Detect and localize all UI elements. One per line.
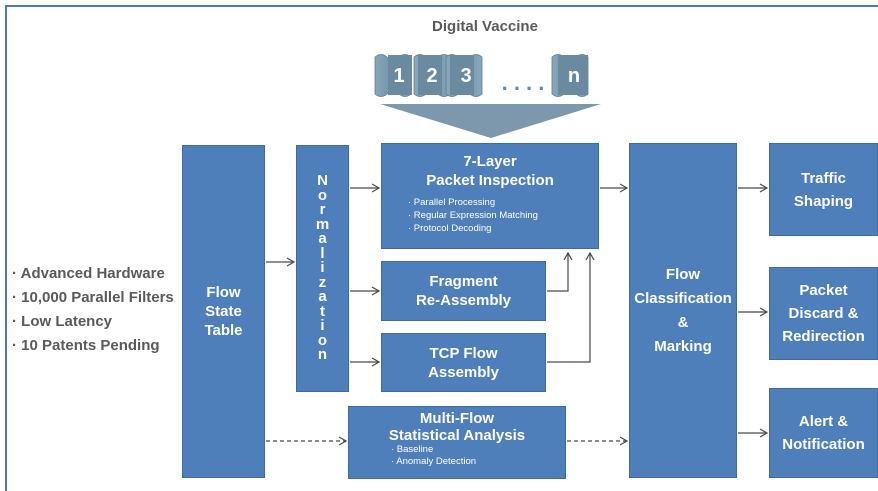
vaccine-label-n: n (568, 65, 580, 87)
discard-line: Packet (799, 282, 848, 299)
discard-line: Redirection (782, 328, 865, 345)
normalization-letter: i (320, 259, 325, 277)
arrow-fragment-to-inspection (547, 251, 573, 292)
normalization-label: N o r m a l i z a t i o n (315, 174, 331, 363)
normalization-letter: a (318, 288, 327, 306)
digital-vaccine-title: Digital Vaccine (432, 18, 538, 35)
multiflow-title: Multi-Flow (419, 410, 495, 427)
vaccine-ellipsis: . . . . (502, 70, 545, 95)
vaccine-funnel (380, 104, 601, 138)
normalization-letter: z (318, 273, 327, 291)
tcp-flow-assembly-box: TCP Flow Assembly (381, 333, 546, 392)
normalization-box: N o r m a l i z a t i o n (296, 145, 349, 392)
flow-state-table-line: Flow (206, 284, 241, 301)
normalization-letter: t (320, 302, 325, 320)
packet-discard-box: Packet Discard & Redirection (769, 267, 878, 360)
frame-border (5, 5, 878, 491)
normalization-letter: l (320, 244, 325, 262)
normalization-letter: o (317, 331, 328, 349)
alert-notification-box: Alert & Notification (769, 388, 878, 478)
flow-state-table-line: State (205, 303, 242, 320)
feature-item: · Low Latency (12, 313, 113, 330)
fragment-line: Fragment (429, 273, 498, 290)
packet-inspection-item: · Regular Expression Matching (408, 210, 538, 221)
alert-line: Alert & (798, 413, 849, 430)
tcp-line: Assembly (428, 363, 499, 381)
alert-line: Notification (782, 436, 865, 453)
fragment-reassembly-box: Fragment Re-Assembly (381, 261, 546, 321)
classification-line: & (677, 313, 689, 331)
packet-inspection-title: Packet Inspection (426, 172, 554, 189)
feature-item: · Advanced Hardware (12, 265, 165, 282)
vaccine-label-3: 3 (460, 65, 471, 87)
feature-item: · 10,000 Parallel Filters (12, 289, 174, 306)
vaccine-label-2: 2 (426, 65, 437, 87)
packet-inspection-item: · Parallel Processing (408, 197, 496, 208)
normalization-letter: r (319, 201, 326, 219)
packet-inspection-item: · Protocol Decoding (408, 223, 492, 234)
flow-classification-box: Flow Classification & Marking (629, 143, 737, 478)
traffic-shaping-line: Shaping (793, 192, 854, 210)
multiflow-item: · Anomaly Detection (391, 456, 477, 467)
packet-inspection-title: 7-Layer (463, 153, 517, 170)
normalization-letter: n (317, 346, 328, 364)
flow-state-table-box: Flow State Table (182, 145, 265, 478)
classification-line: Marking (654, 337, 712, 355)
normalization-letter: o (317, 186, 328, 204)
arrow-tcp-to-inspection (547, 251, 595, 363)
discard-line: Discard & (788, 305, 859, 322)
normalization-letter: i (320, 317, 325, 335)
vaccine-tape-1 (374, 54, 412, 97)
feature-list: · Advanced Hardware · 10,000 Parallel Fi… (12, 262, 174, 358)
multiflow-analysis-box: Multi-Flow Statistical Analysis · Baseli… (348, 406, 566, 479)
classification-line: Classification (634, 289, 732, 307)
flow-state-table-line: Table (204, 322, 243, 339)
tcp-line: TCP Flow (429, 344, 498, 362)
packet-inspection-box: 7-Layer Packet Inspection · Parallel Pro… (381, 143, 599, 249)
normalization-letter: N (317, 172, 328, 190)
normalization-letter: a (318, 230, 327, 248)
vaccine-tape-n (551, 54, 589, 97)
feature-item: · 10 Patents Pending (12, 337, 160, 354)
traffic-shaping-line: Traffic (800, 169, 846, 187)
fragment-line: Re-Assembly (415, 292, 512, 309)
multiflow-item: · Baseline (391, 444, 434, 455)
traffic-shaping-box: Traffic Shaping (769, 143, 878, 236)
vaccine-tape-2 (413, 54, 451, 97)
classification-line: Flow (665, 265, 701, 283)
vaccine-label-1: 1 (393, 65, 404, 87)
normalization-letter: m (315, 215, 330, 233)
vaccine-tape-3 (445, 54, 483, 97)
multiflow-title: Statistical Analysis (388, 427, 526, 444)
